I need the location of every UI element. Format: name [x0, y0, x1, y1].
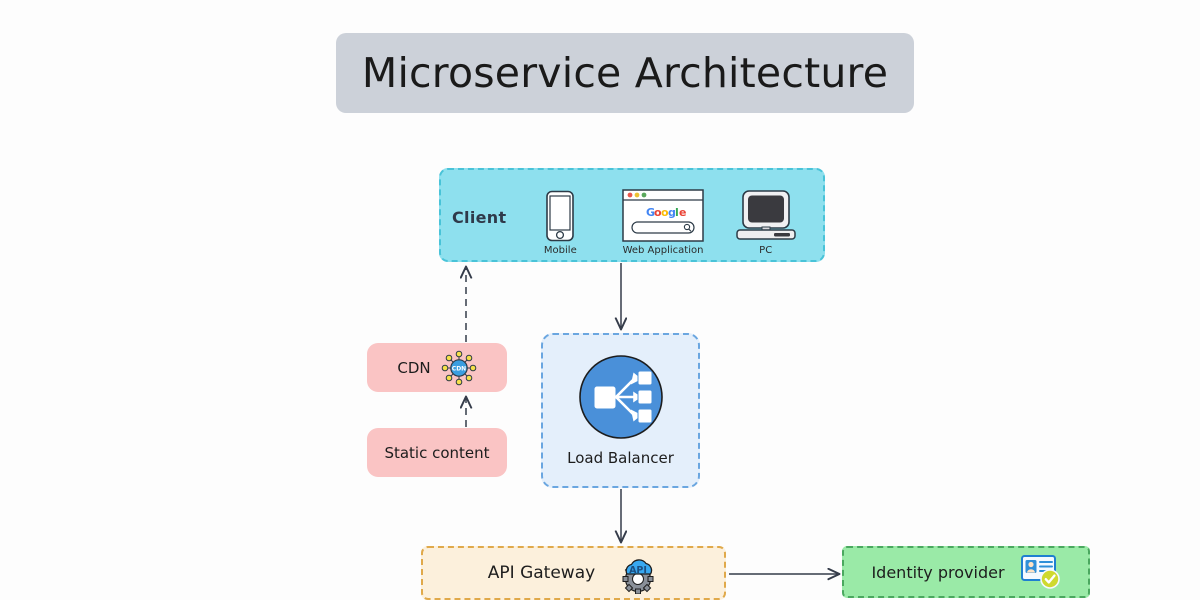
client-item-mobile[interactable]: Mobile — [509, 190, 612, 256]
cdn-network-icon: CDN — [441, 350, 476, 385]
api-gateway-label: API Gateway — [487, 563, 596, 583]
client-item-caption: PC — [759, 245, 773, 256]
cdn-icon-text: CDN — [451, 365, 465, 372]
static-content-node[interactable]: Static content — [367, 428, 507, 477]
identity-provider-node[interactable]: Identity provider — [842, 546, 1090, 598]
svg-text:o: o — [661, 206, 669, 219]
identity-provider-label: Identity provider — [871, 562, 1005, 582]
cdn-label: CDN — [397, 358, 431, 377]
diagram-title-box: Microservice Architecture — [336, 33, 914, 113]
svg-text:G: G — [646, 206, 655, 219]
client-label: Client — [452, 208, 507, 227]
mobile-phone-icon — [546, 190, 575, 242]
browser-window-icon: G o o g l e — [622, 189, 704, 242]
page-title: Microservice Architecture — [361, 49, 889, 97]
id-card-verified-icon — [1020, 555, 1060, 589]
load-balancer-node[interactable]: Load Balancer — [541, 333, 700, 488]
load-balancer-label: Load Balancer — [567, 449, 674, 467]
client-item-pc[interactable]: PC — [714, 190, 817, 256]
load-balancer-icon — [578, 355, 663, 439]
svg-text:g: g — [668, 206, 676, 219]
client-item-web-application[interactable]: G o o g l e Web Application — [612, 189, 715, 256]
api-cloud-gear-icon: API — [622, 559, 654, 594]
static-content-label: Static content — [384, 443, 490, 462]
client-item-caption: Mobile — [543, 245, 577, 256]
client-device-list: Mobile G o o g l e — [509, 176, 817, 256]
api-icon-text: API — [629, 565, 647, 576]
cdn-node[interactable]: CDN CDN — [367, 343, 507, 392]
svg-text:e: e — [679, 206, 686, 219]
svg-text:l: l — [675, 206, 679, 219]
svg-text:o: o — [654, 206, 662, 219]
desktop-computer-icon — [735, 190, 796, 240]
client-node[interactable]: Client Mobile — [439, 168, 825, 262]
client-item-caption: Web Application — [622, 245, 704, 256]
api-gateway-node[interactable]: API Gateway API — [421, 546, 726, 600]
